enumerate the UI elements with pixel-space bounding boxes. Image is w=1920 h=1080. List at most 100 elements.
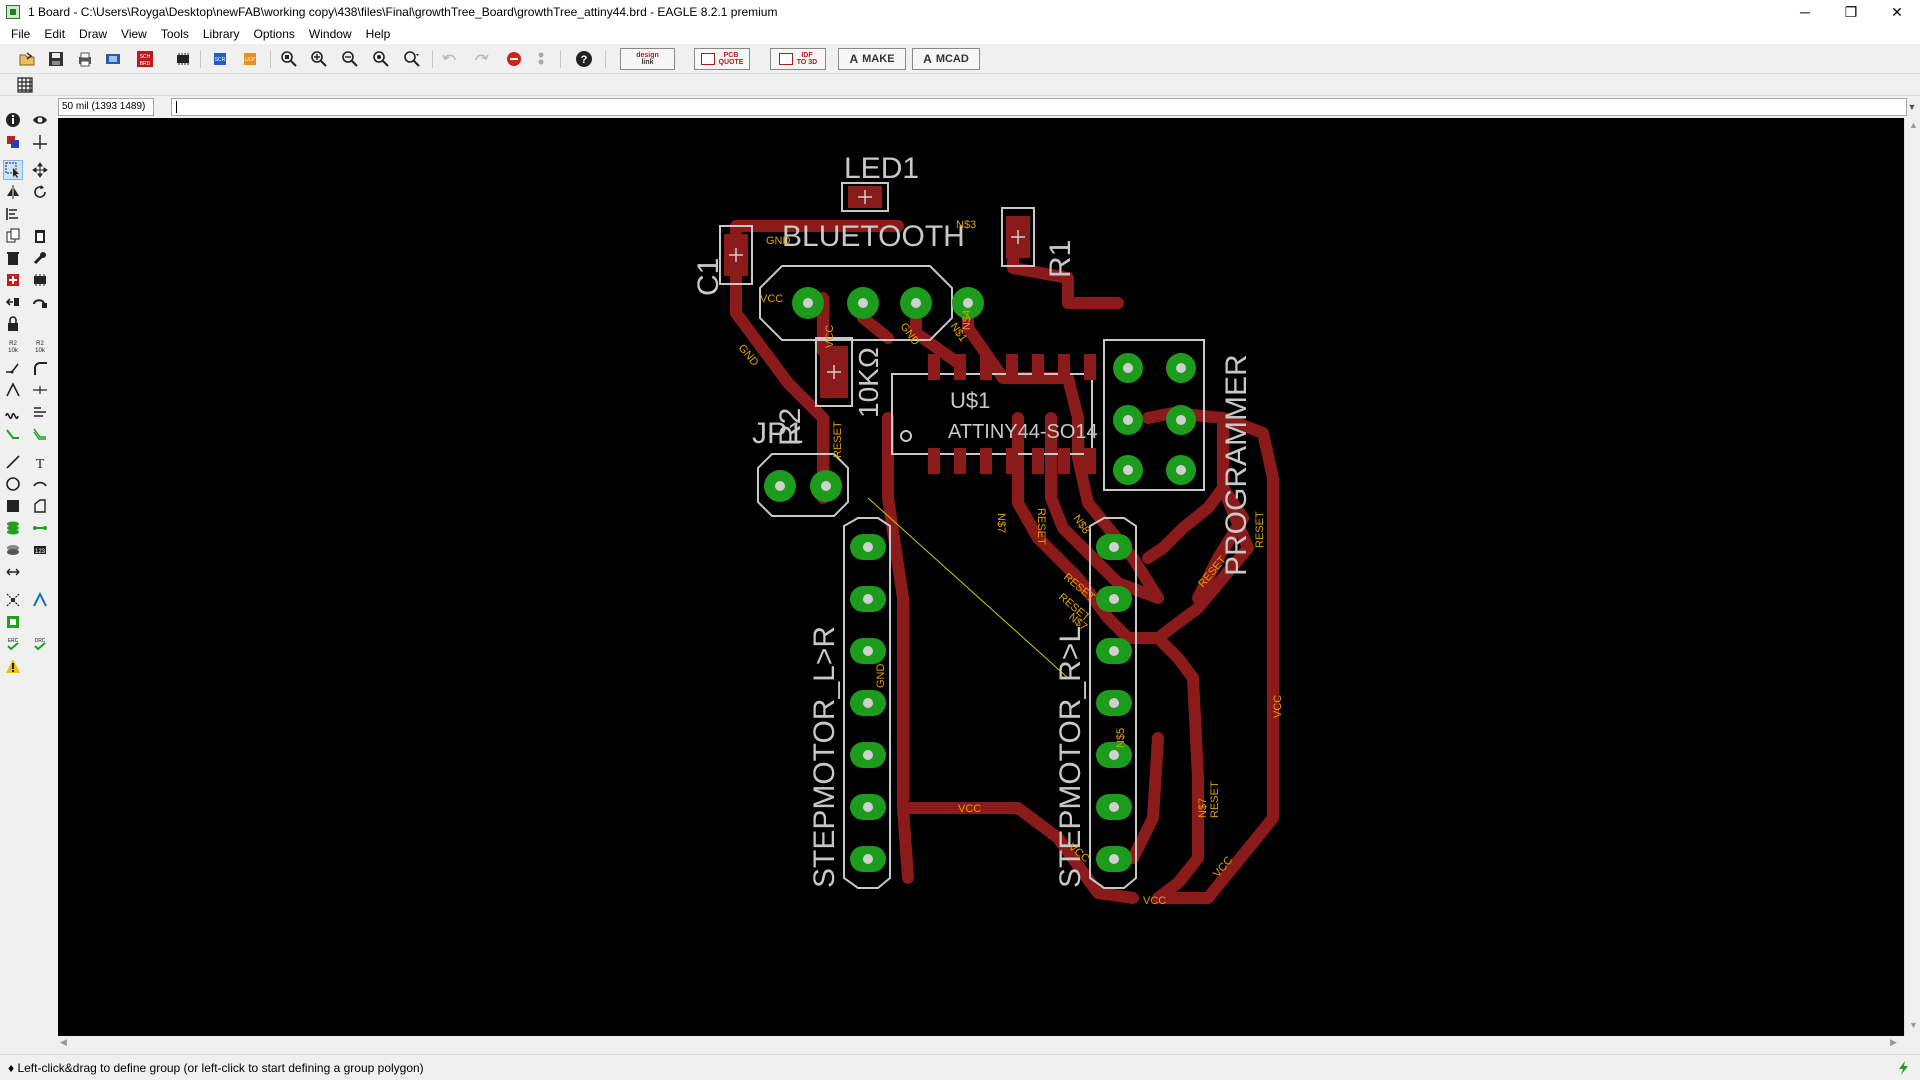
- copy-icon[interactable]: [3, 226, 23, 246]
- signal-icon[interactable]: [30, 518, 50, 538]
- svg-text:?: ?: [581, 54, 588, 66]
- board-canvas[interactable]: LED1 BLUETOOTH C1 R1 R2 10KΩ JP1 U$1 ATT…: [58, 118, 1904, 1036]
- menu-window[interactable]: Window: [308, 27, 352, 41]
- scroll-right-icon[interactable]: ▶: [1890, 1037, 1897, 1047]
- info-icon[interactable]: [3, 110, 23, 130]
- ulp-icon[interactable]: ULP: [240, 49, 262, 69]
- add-part-icon[interactable]: [3, 270, 23, 290]
- errors-warning-icon[interactable]: [3, 656, 23, 676]
- group-select-icon[interactable]: [3, 160, 23, 180]
- grid-icon[interactable]: [14, 75, 36, 95]
- svg-text:10k: 10k: [35, 348, 46, 354]
- align-icon[interactable]: [3, 204, 23, 224]
- arc-icon[interactable]: [30, 474, 50, 494]
- drc-check-icon[interactable]: DRC: [30, 634, 50, 654]
- display-layers-icon[interactable]: [3, 132, 23, 152]
- paste-icon[interactable]: [30, 226, 50, 246]
- name-icon[interactable]: [3, 292, 23, 312]
- route-icon[interactable]: [3, 424, 23, 444]
- menu-file[interactable]: File: [11, 27, 31, 41]
- net-reset-2: RESET: [1035, 508, 1047, 545]
- stop-icon[interactable]: [503, 49, 525, 69]
- rotate-icon[interactable]: [30, 182, 50, 202]
- label-r2-value: 10KΩ: [853, 347, 884, 418]
- text-icon[interactable]: T: [30, 452, 50, 472]
- move-icon[interactable]: [30, 160, 50, 180]
- minimize-button[interactable]: ─: [1800, 4, 1810, 20]
- net-vcc-5: VCC: [958, 803, 981, 815]
- properties-icon[interactable]: [30, 248, 50, 268]
- via-icon[interactable]: [3, 540, 23, 560]
- make-button[interactable]: A MAKE: [838, 48, 906, 70]
- ripup-icon[interactable]: [3, 402, 23, 422]
- replace-icon[interactable]: [30, 270, 50, 290]
- zoom-fit-icon[interactable]: [278, 49, 300, 69]
- menu-tools[interactable]: Tools: [160, 27, 189, 41]
- print-icon[interactable]: [74, 49, 96, 69]
- net-n4: N$4: [961, 310, 973, 330]
- slice-icon[interactable]: [30, 402, 50, 422]
- dimension-icon[interactable]: [3, 562, 23, 582]
- erc-check-icon[interactable]: ERC: [3, 634, 23, 654]
- undo-icon[interactable]: [439, 49, 461, 69]
- close-button[interactable]: ✕: [1891, 3, 1903, 20]
- open-icon[interactable]: [16, 49, 38, 69]
- vertical-scrollbar[interactable]: ▲ ▼: [1904, 118, 1920, 1036]
- ic-package-icon[interactable]: [172, 49, 194, 69]
- scroll-up-icon[interactable]: ▲: [1909, 120, 1918, 130]
- redo-icon[interactable]: [470, 49, 492, 69]
- go-icon[interactable]: [530, 49, 552, 69]
- cam-processor-icon[interactable]: [102, 49, 124, 69]
- hole-icon[interactable]: 123: [30, 540, 50, 560]
- script-icon[interactable]: SCR: [210, 49, 232, 69]
- menu-library[interactable]: Library: [202, 27, 240, 41]
- status-lightning-icon[interactable]: [1896, 1060, 1912, 1076]
- menu-help[interactable]: Help: [365, 27, 391, 41]
- label-programmer: PROGRAMMER: [1220, 354, 1253, 576]
- mark-icon[interactable]: [30, 132, 50, 152]
- command-history-dropdown-icon[interactable]: ▼: [1907, 102, 1917, 112]
- command-input[interactable]: [171, 98, 1907, 116]
- menu-draw[interactable]: Draw: [79, 27, 108, 41]
- ratsnest-icon[interactable]: [3, 590, 23, 610]
- scroll-left-icon[interactable]: ◀: [60, 1037, 67, 1047]
- autorouter-icon[interactable]: [30, 590, 50, 610]
- split-icon[interactable]: [3, 358, 23, 378]
- meander-icon[interactable]: [30, 380, 50, 400]
- lock-icon[interactable]: [3, 314, 23, 334]
- zoom-redraw-icon[interactable]: [370, 49, 392, 69]
- line-icon[interactable]: [3, 452, 23, 472]
- circle-icon[interactable]: [3, 474, 23, 494]
- menu-view[interactable]: View: [121, 27, 147, 41]
- menu-options[interactable]: Options: [253, 27, 295, 41]
- polygon-icon[interactable]: [30, 496, 50, 516]
- zoom-in-icon[interactable]: [308, 49, 330, 69]
- mcad-button[interactable]: A MCAD: [912, 48, 980, 70]
- mirror-icon[interactable]: [3, 182, 23, 202]
- help-icon[interactable]: ?: [573, 49, 595, 69]
- change-icon[interactable]: [30, 292, 50, 312]
- attribute-icon[interactable]: [3, 612, 23, 632]
- save-icon[interactable]: [45, 49, 67, 69]
- miter-icon[interactable]: [30, 358, 50, 378]
- route-diff-pair-icon[interactable]: [30, 424, 50, 444]
- rectangle-icon[interactable]: [3, 496, 23, 516]
- zoom-out-icon[interactable]: [339, 49, 361, 69]
- delete-icon[interactable]: [3, 248, 23, 268]
- show-eye-icon[interactable]: [30, 110, 50, 130]
- optimize-icon[interactable]: [3, 380, 23, 400]
- menu-edit[interactable]: Edit: [44, 27, 66, 41]
- layer-stack-icon[interactable]: [3, 518, 23, 538]
- horizontal-scrollbar[interactable]: ◀ ▶: [58, 1036, 1904, 1050]
- net-reset-1: RESET: [832, 421, 844, 458]
- scroll-down-icon[interactable]: ▼: [1909, 1020, 1918, 1030]
- restore-button[interactable]: ❐: [1844, 3, 1858, 20]
- zoom-select-icon[interactable]: [401, 49, 423, 69]
